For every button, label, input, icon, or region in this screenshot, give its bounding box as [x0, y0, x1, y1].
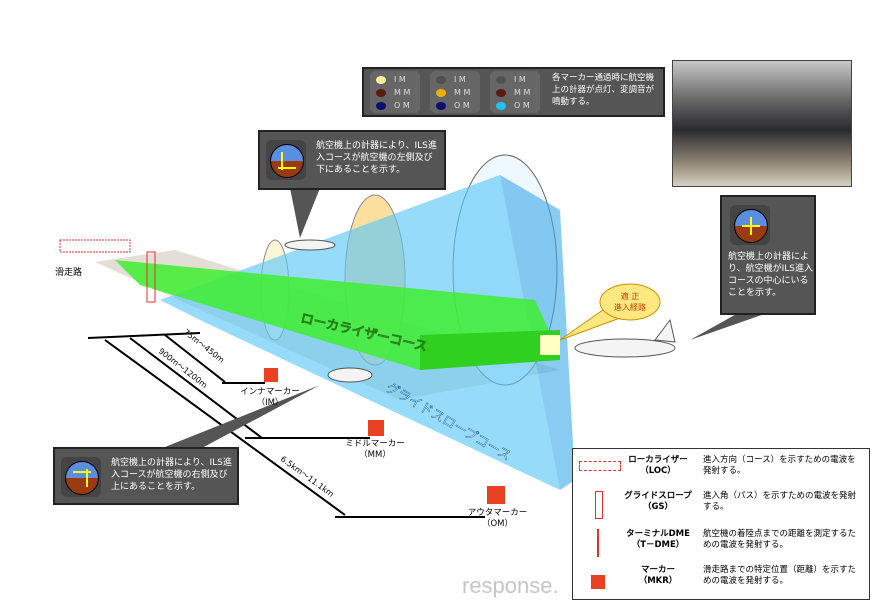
light-label: O M: [454, 101, 470, 110]
legend-name: グライドスロープ: [624, 491, 692, 501]
legend-abbr: （T－DME）: [631, 540, 685, 550]
legend-abbr: （LOC）: [640, 466, 676, 476]
mm-light-icon: [496, 88, 506, 97]
om-light-icon: [496, 101, 506, 110]
legend-desc: 航空機の着陸点までの距離を測定するための電波を発射する。: [703, 529, 857, 550]
correct-path-line1: 適 正: [621, 291, 640, 301]
callout-text: 航空機上の計器により、ILS進入コースが航空機の右側及び上にあることを示す。: [111, 458, 232, 492]
legend-desc: 滑走路までの特定位置（距離）を示すための電波を発射する。: [703, 565, 857, 586]
localizer-face: [420, 330, 560, 370]
marker-lights-group: I M M M O M: [430, 71, 480, 113]
legend-item-mkr: マーカー（MKR） 滑走路までの特定位置（距離）を示すための電波を発射する。: [573, 565, 869, 599]
legend: ローカライザー（LOC） 進入方向（コース）を示すための電波を発射する。 グライ…: [572, 448, 870, 600]
om-light-icon: [376, 101, 386, 110]
marker-abbr: （IM）: [256, 398, 284, 408]
marker-lights-group: I M M M O M: [370, 71, 420, 113]
light-label: I M: [394, 75, 406, 84]
dme-antenna-icon: [597, 529, 599, 557]
runway-label: 滑走路: [55, 266, 82, 278]
attitude-indicator-icon: [61, 457, 101, 497]
light-label: M M: [514, 88, 531, 97]
callout-pointer: [690, 312, 770, 340]
correct-path-line2: 進入経路: [614, 302, 646, 312]
legend-abbr: （GS）: [642, 502, 674, 512]
callout-left-below: 航空機上の計器により、ILS進入コースが航空機の左側及び下にあることを示す。: [258, 130, 446, 190]
marker-panel-text: 各マーカー通過時に航空機上の計器が点灯、変調音が鳴動する。: [552, 73, 655, 107]
callout-pointer: [290, 188, 320, 238]
marker-abbr: （OM）: [481, 519, 514, 529]
distance-om: 6.5km～11.1km: [279, 454, 336, 499]
legend-name: マーカー: [640, 565, 675, 575]
legend-name: ローカライザー: [628, 455, 688, 465]
marker-name: ミドルマーカー: [345, 439, 405, 449]
marker-lights-group: I M M M O M: [490, 71, 540, 113]
light-label: I M: [514, 75, 526, 84]
om-marker-icon: [487, 486, 505, 504]
legend-desc: 進入角（パス）を示すための電波を発射する。: [703, 491, 857, 512]
im-light-icon: [496, 75, 506, 84]
mm-light-icon: [376, 88, 386, 97]
attitude-indicator-icon: [730, 205, 770, 245]
callout-right-above: 航空機上の計器により、ILS進入コースが航空機の右側及び上にあることを示す。: [53, 447, 239, 505]
attitude-indicator-icon: [266, 140, 306, 180]
light-label: I M: [454, 75, 466, 84]
glide-slope-antenna-icon: [146, 251, 156, 303]
callout-center: 航空機上の計器により、航空機がILS進入コースの中心にいることを示す。: [720, 195, 816, 315]
callout-text: 航空機上の計器により、ILS進入コースが航空機の左側及び下にあることを示す。: [316, 141, 437, 175]
im-light-icon: [376, 75, 386, 84]
om-light-icon: [436, 101, 446, 110]
legend-abbr: （MKR）: [638, 576, 678, 586]
legend-desc: 進入方向（コース）を示すための電波を発射する。: [703, 455, 856, 476]
legend-item-loc: ローカライザー（LOC） 進入方向（コース）を示すための電波を発射する。: [573, 455, 869, 489]
mm-light-icon: [436, 88, 446, 97]
correct-path-spot: [540, 335, 560, 355]
glide-slope-antenna-icon: [595, 491, 603, 519]
correct-path-bubble: [599, 283, 661, 321]
localizer-antenna-icon: [579, 461, 621, 471]
marker-name: インナマーカー: [240, 387, 300, 397]
light-label: O M: [514, 101, 530, 110]
callout-pointer: [160, 385, 320, 449]
legend-name: ターミナルDME: [626, 529, 690, 539]
im-label: インナマーカー（IM）: [225, 387, 315, 409]
mm-label: ミドルマーカー（MM）: [330, 439, 420, 461]
airplane-icon: [284, 239, 676, 383]
mm-marker-icon: [368, 420, 384, 436]
im-marker-icon: [264, 368, 278, 382]
legend-item-dme: ターミナルDME（T－DME） 航空機の着陸点までの距離を測定するための電波を発…: [573, 529, 869, 563]
localizer-antenna-icon: [59, 239, 131, 253]
light-label: M M: [454, 88, 471, 97]
legend-item-gs: グライドスロープ（GS） 進入角（パス）を示すための電波を発射する。: [573, 491, 869, 525]
marker-icon: [591, 575, 605, 589]
distance-im: 75m～450m: [182, 327, 226, 364]
om-label: アウタマーカー（OM）: [450, 508, 545, 530]
light-label: M M: [394, 88, 411, 97]
marker-abbr: （MM）: [359, 450, 391, 460]
watermark: response.: [462, 573, 559, 598]
cockpit-photo: [672, 60, 852, 187]
im-light-icon: [436, 75, 446, 84]
callout-text: 航空機上の計器により、航空機がILS進入コースの中心にいることを示す。: [728, 252, 814, 298]
light-label: O M: [394, 101, 410, 110]
marker-name: アウタマーカー: [467, 508, 528, 518]
